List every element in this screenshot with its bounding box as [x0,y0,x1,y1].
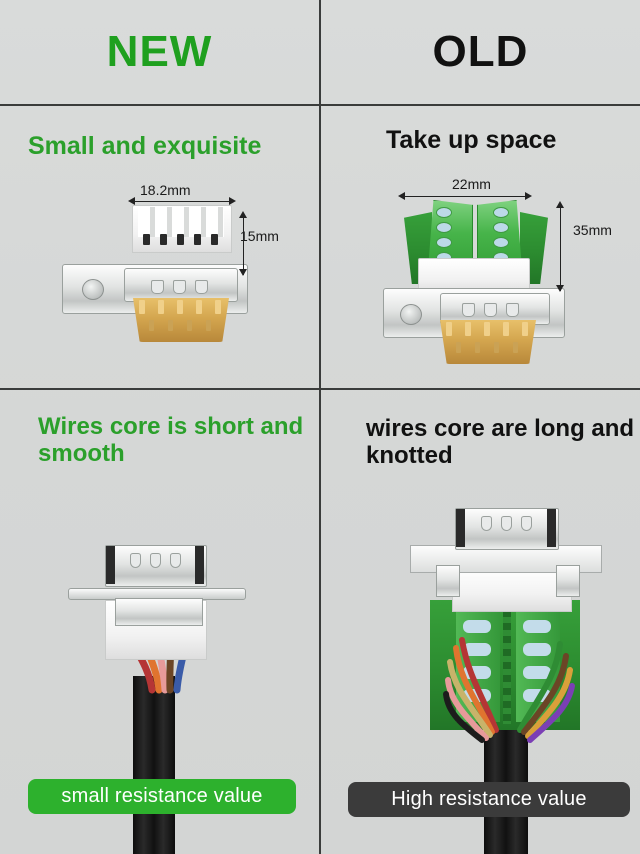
white-insert-block [452,568,572,612]
gold-pin [494,342,499,353]
gold-pin [513,342,518,353]
terminal-screw [463,643,491,656]
dimension-label-width-new: 18.2mm [140,182,191,198]
shell-clip-right [556,565,580,597]
screw-terminal [436,222,452,233]
shell-window [170,553,181,568]
arrow-head-right [229,197,236,205]
section-title-take-up-space: Take up space [386,126,557,154]
gold-pin [206,320,211,331]
terminal-screw [523,643,551,656]
terminal-screw [523,620,551,633]
dimension-label-width-old: 22mm [452,176,491,192]
badge-high-resistance: High resistance value [348,782,630,817]
gold-pin [475,342,480,353]
gold-pin [196,300,202,314]
shell-window [481,516,492,531]
comb-ridges [138,207,224,237]
gold-pin [465,322,471,336]
dimension-label-height-new: 15mm [240,228,279,244]
screw-terminal [493,237,509,248]
dimension-arrow-width-old [400,196,530,197]
gold-pin [177,300,183,314]
shell-window [484,303,497,317]
shell-window [195,280,208,294]
terminal-screw [523,666,551,679]
vertical-divider [319,0,321,854]
arrow-head-bottom [556,285,564,292]
new-cable [133,676,175,854]
section-title-small-and-exquisite: Small and exquisite [28,132,262,160]
shell-edge-left [106,546,115,584]
gold-pin [168,320,173,331]
dimension-arrow-width-new [130,201,234,202]
gold-pin [215,300,221,314]
arrow-head-top [239,211,247,218]
arrow-head-left [398,192,405,200]
gold-pin [158,300,164,314]
screw-terminal [436,237,452,248]
shell-edge-right [195,546,204,584]
shell-window [506,303,519,317]
shell-clip-left [436,565,460,597]
badge-small-resistance: small resistance value [28,779,296,814]
gold-pin [456,342,461,353]
shell-window [150,553,161,568]
dimension-arrow-height-new [243,213,244,275]
connector-body [115,598,203,626]
shell-window [173,280,186,294]
gold-pin [149,320,154,331]
screw-hole-left [82,279,104,300]
shell-edge-left [456,509,465,547]
gold-pin [484,322,490,336]
gold-pin [503,322,509,336]
gold-pin [522,322,528,336]
section-title-wires-short: Wires core is short and smooth [38,413,304,467]
header-label-new: NEW [106,27,213,76]
shell-window [521,516,532,531]
comb-slot [211,234,218,245]
comb-slot [143,234,150,245]
gold-pin [446,322,452,336]
shell-window [462,303,475,317]
dimension-label-height-old: 35mm [573,222,612,238]
shell-window [501,516,512,531]
terminal-screw [463,620,491,633]
arrow-head-left [128,197,135,205]
horizontal-divider-middle [0,388,640,390]
shell-window [151,280,164,294]
comb-slot [194,234,201,245]
horizontal-divider-top [0,104,640,106]
arrow-head-bottom [239,269,247,276]
shell-window [130,553,141,568]
shell-edge-right [547,509,556,547]
comb-slot [177,234,184,245]
gold-pin [139,300,145,314]
screw-terminal [493,207,509,218]
comb-slot [160,234,167,245]
section-title-wires-long: wires core are long and knotted [366,415,635,469]
arrow-head-top [556,201,564,208]
gold-pin [187,320,192,331]
arrow-head-right [525,192,532,200]
old-wire-bundle [443,637,575,743]
screw-hole-left [400,304,422,325]
header-cell-old: OLD [321,0,640,104]
header-label-old: OLD [432,27,529,76]
header-cell-new: NEW [0,0,319,104]
dimension-arrow-height-old [560,203,561,291]
pcb-center-strip [503,610,511,724]
screw-terminal [436,207,452,218]
screw-terminal [493,222,509,233]
